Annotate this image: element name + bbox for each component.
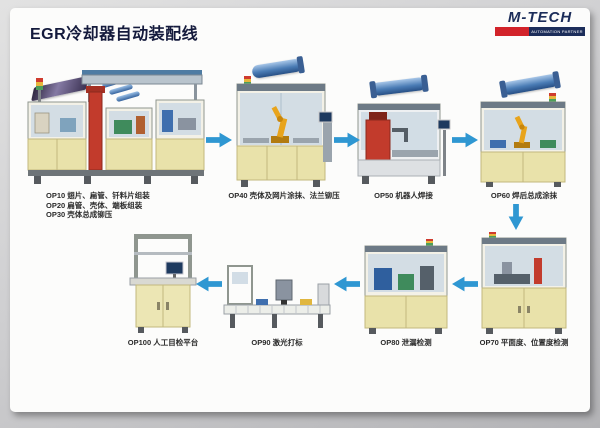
- op40-machine-drawing: [236, 76, 333, 187]
- machine-illustration-op60: [478, 92, 570, 187]
- machine-illustration-op50: [356, 98, 451, 186]
- machine-illustration-op40: [233, 76, 333, 188]
- machine-illustration-op70: [478, 232, 570, 334]
- op60-machine-drawing: [480, 93, 566, 187]
- machine-illustration-op90: [222, 262, 332, 332]
- station-label-op90: OP90 激光打标: [251, 338, 303, 347]
- station-label-op20: OP20 扁管、壳体、端板组装: [46, 200, 143, 210]
- logo-bars: AUTOMATION PARTNER: [495, 27, 585, 36]
- station-label-op70: OP70 平面度、位置度检测: [479, 338, 569, 347]
- station-label-op60: OP60 焊后总成涂抹: [490, 191, 558, 200]
- machine-illustration-op100: [128, 232, 198, 334]
- op10-op30-machine-drawing: [27, 70, 205, 184]
- page-title: EGR冷却器自动装配线: [30, 26, 199, 43]
- op70-machine-drawing: [481, 232, 567, 334]
- machine-illustration-op10-op30: [26, 68, 206, 190]
- op100-machine-drawing: [129, 234, 197, 333]
- logo-red-bar: [495, 27, 529, 36]
- station-label-op10: OP10 翅片、扁管、钎料片组装: [46, 191, 150, 200]
- station-label-op10-op30: OP10 翅片、扁管、钎料片组装 OP20 扁管、壳体、端板组装 OP30 壳体…: [46, 191, 150, 220]
- company-logo: M-TECH AUTOMATION PARTNER: [495, 10, 585, 36]
- machine-illustration-op80: [362, 238, 450, 335]
- station-label-op40: OP40 壳体及网片涂抹、法兰铆压: [228, 191, 340, 200]
- station-label-op30: OP30 壳体总成铆压: [46, 210, 113, 219]
- station-label-op80: OP80 泄漏检测: [380, 338, 432, 347]
- logo-tagline: AUTOMATION PARTNER: [529, 27, 585, 36]
- station-label-op50: OP50 机器人焊接: [374, 191, 433, 200]
- op90-machine-drawing: [223, 265, 331, 328]
- station-label-op100: OP100 人工目检平台: [127, 338, 199, 347]
- logo-brand-text: M-TECH: [507, 9, 573, 26]
- op80-machine-drawing: [364, 239, 448, 334]
- op50-machine-drawing: [357, 103, 451, 184]
